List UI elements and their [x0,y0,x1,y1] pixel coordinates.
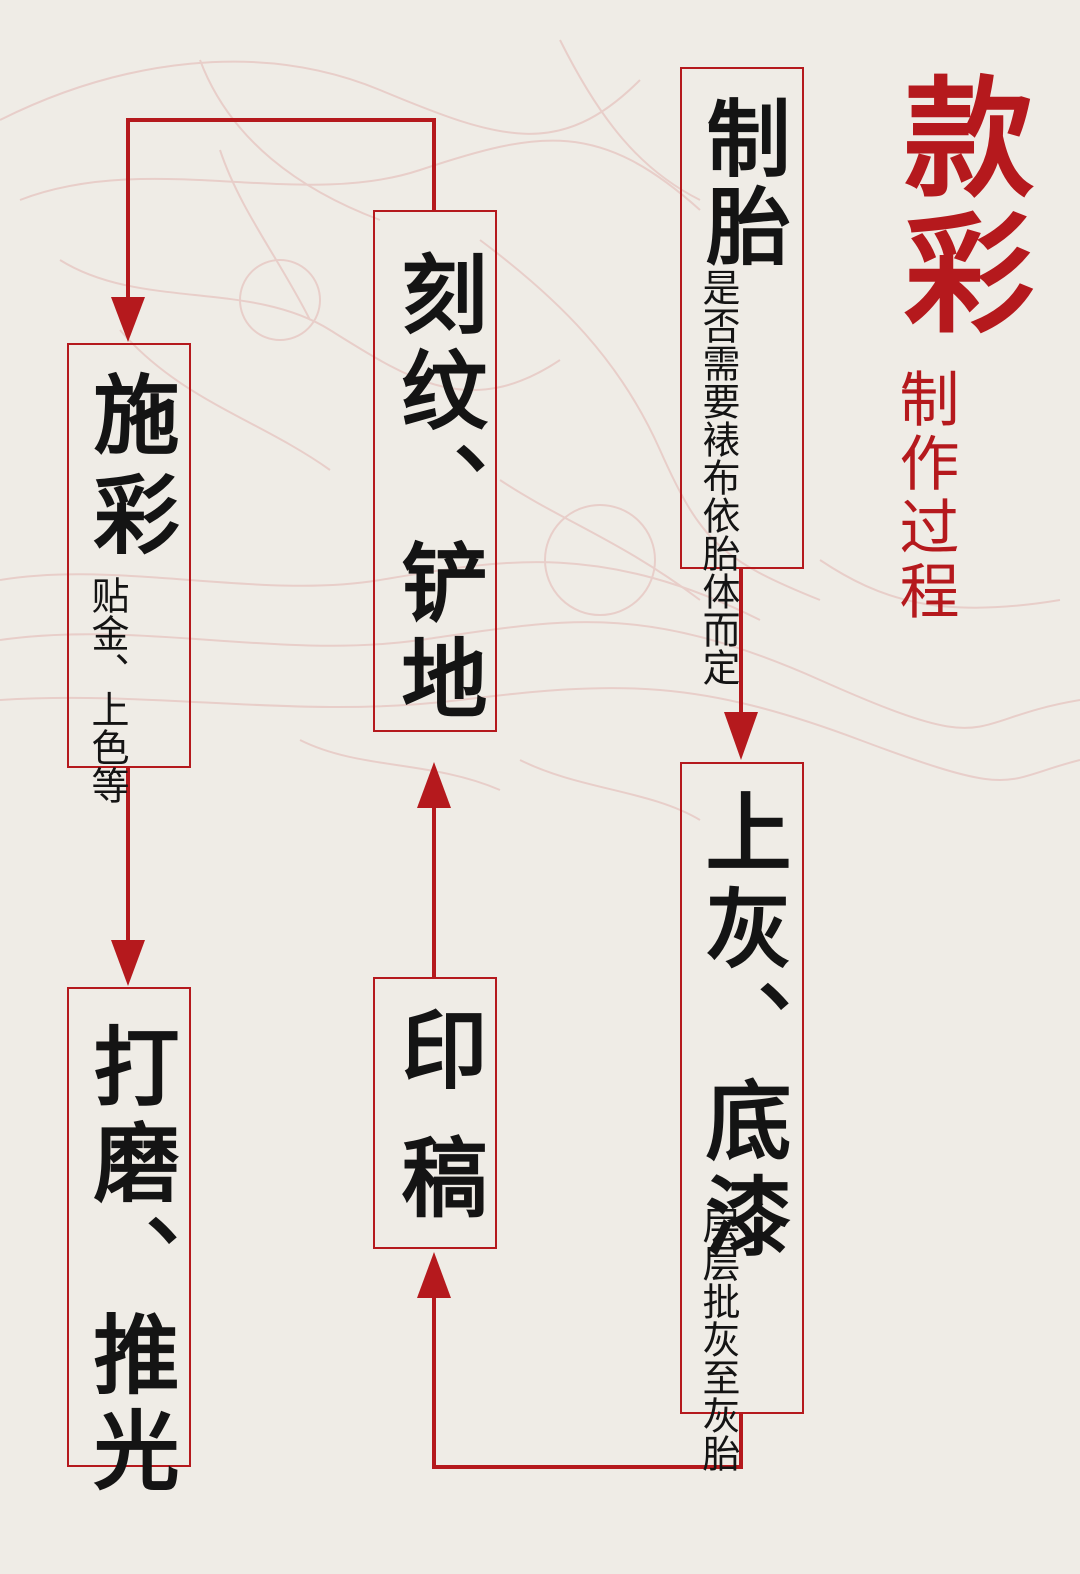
step-note-shicai: 贴金、上色等 [86,576,128,736]
step-note-zhitai: 是否需要裱布依胎体而定 [697,268,739,558]
page-subtitle: 制作过程 [890,368,958,518]
arrowhead-up-icon [417,762,451,808]
page-title: 款彩 [893,70,1023,342]
arrowhead-down-icon [111,297,145,342]
step-label-shicai: 施彩 [85,370,171,570]
step-note-shanghui: 层层批灰至灰胎 [697,1206,739,1396]
arrowhead-down-icon [724,712,758,760]
step-label-damo: 打磨、推光 [85,1022,171,1502]
step-label-kewen: 刻纹、铲地 [393,250,479,730]
arrowhead-down-icon [111,940,145,986]
step-label-zhitai: 制胎 [700,95,784,271]
step-label-yingao: 印稿 [393,1005,479,1261]
step-label-shanghui: 上灰、底漆 [697,788,783,1268]
